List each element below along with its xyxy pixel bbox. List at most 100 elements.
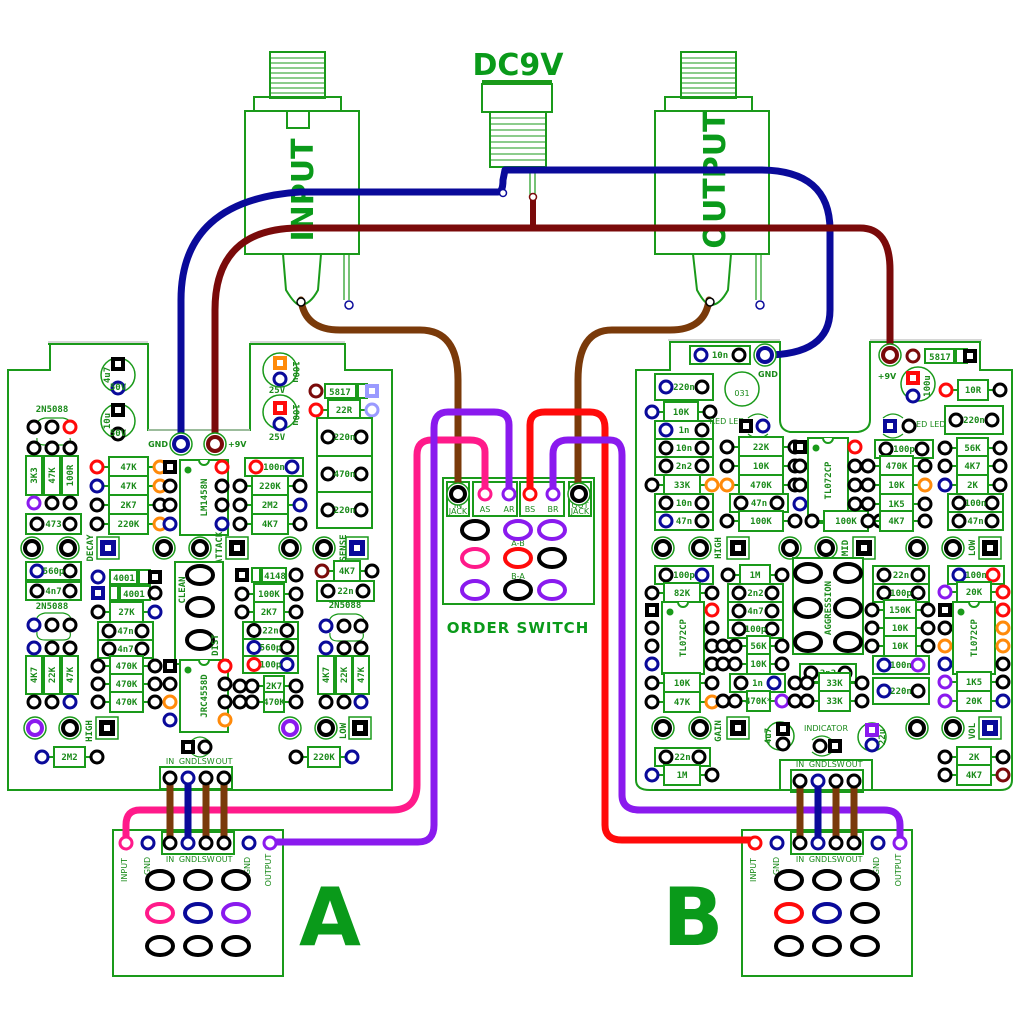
order-switch-lug[interactable] bbox=[537, 519, 567, 541]
capacitor-pad[interactable] bbox=[878, 441, 894, 457]
resistor-pad[interactable] bbox=[89, 749, 105, 765]
order-switch-lug[interactable] bbox=[503, 579, 533, 601]
os-bs-pad[interactable] bbox=[522, 486, 538, 502]
resistor-pad[interactable] bbox=[937, 584, 953, 600]
resistor-pad[interactable] bbox=[719, 477, 735, 493]
capacitor-pad[interactable] bbox=[694, 458, 710, 474]
resistor-pad[interactable] bbox=[644, 694, 660, 710]
header-pin[interactable] bbox=[792, 835, 808, 851]
footswitch-b-lug[interactable] bbox=[812, 869, 842, 891]
os-ar-pad[interactable] bbox=[501, 486, 517, 502]
footswitch-b-lug[interactable] bbox=[774, 935, 804, 957]
capacitor-pad[interactable] bbox=[733, 495, 749, 511]
capacitor-pad[interactable] bbox=[731, 585, 747, 601]
resistor-pad[interactable] bbox=[937, 767, 953, 783]
solder-pad[interactable] bbox=[937, 620, 953, 636]
solder-pad[interactable] bbox=[217, 676, 233, 692]
resistor-pad[interactable] bbox=[244, 694, 260, 710]
resistor-pad[interactable] bbox=[992, 382, 1008, 398]
solder-pad[interactable] bbox=[775, 736, 791, 752]
resistor-pad[interactable] bbox=[318, 640, 334, 656]
resistor-pad[interactable] bbox=[308, 402, 324, 418]
capacitor-pad[interactable] bbox=[101, 623, 117, 639]
solder-pad[interactable] bbox=[214, 459, 230, 475]
capacitor-pad[interactable] bbox=[984, 495, 1000, 511]
solder-pad[interactable] bbox=[644, 638, 660, 654]
switch-lug[interactable] bbox=[185, 564, 215, 586]
resistor-pad[interactable] bbox=[727, 638, 743, 654]
resistor-pad[interactable] bbox=[992, 458, 1008, 474]
resistor-pad[interactable] bbox=[288, 604, 304, 620]
resistor-pad[interactable] bbox=[147, 658, 163, 674]
footswitch-a-lug[interactable] bbox=[221, 902, 251, 924]
resistor-pad[interactable] bbox=[344, 749, 360, 765]
capacitor-pad[interactable] bbox=[246, 640, 262, 655]
solder-pad[interactable] bbox=[162, 694, 178, 710]
resistor-pad[interactable] bbox=[727, 656, 743, 672]
footswitch-a-lug[interactable] bbox=[221, 869, 251, 891]
output-jack-tip-pad[interactable] bbox=[705, 297, 715, 307]
capacitor-pad[interactable] bbox=[134, 641, 150, 657]
footswitch-b-lug[interactable] bbox=[774, 869, 804, 891]
capacitor-pad[interactable] bbox=[951, 567, 967, 583]
solder-pad[interactable] bbox=[214, 497, 230, 513]
solder-pad[interactable] bbox=[812, 738, 828, 754]
header-pin[interactable] bbox=[198, 770, 214, 786]
resistor-pad[interactable] bbox=[992, 440, 1008, 456]
solder-pad[interactable] bbox=[644, 620, 660, 636]
capacitor-pad[interactable] bbox=[764, 621, 780, 637]
resistor-pad[interactable] bbox=[89, 459, 105, 475]
resistor-pad[interactable] bbox=[147, 694, 163, 710]
order-switch-lug[interactable] bbox=[537, 579, 567, 601]
capacitor-pad[interactable] bbox=[694, 495, 710, 511]
os-br-pad[interactable] bbox=[545, 486, 561, 502]
input-jack-tip-pad[interactable] bbox=[296, 297, 306, 307]
solder-pad[interactable] bbox=[90, 569, 106, 585]
solder-pad[interactable] bbox=[704, 602, 720, 618]
resistor-pad[interactable] bbox=[292, 516, 308, 532]
resistor-pad[interactable] bbox=[288, 586, 304, 602]
resistor-pad[interactable] bbox=[917, 458, 933, 474]
order-switch-lug[interactable] bbox=[503, 547, 533, 569]
aggression-switch-lug[interactable] bbox=[793, 562, 823, 584]
solder-pad[interactable] bbox=[162, 516, 178, 532]
capacitor-pad[interactable] bbox=[951, 513, 967, 529]
resistor-pad[interactable] bbox=[89, 497, 105, 513]
resistor-pad[interactable] bbox=[288, 678, 304, 694]
resistor-pad[interactable] bbox=[937, 749, 953, 765]
capacitor-pad[interactable] bbox=[769, 495, 785, 511]
capacitor-pad[interactable] bbox=[29, 563, 45, 579]
resistor-pad[interactable] bbox=[774, 638, 790, 654]
capacitor-pad[interactable] bbox=[694, 422, 710, 438]
capacitor-pad[interactable] bbox=[248, 459, 264, 475]
capacitor-pad[interactable] bbox=[320, 502, 336, 518]
footswitch-b-lug[interactable] bbox=[774, 902, 804, 924]
capacitor-pad[interactable] bbox=[694, 513, 710, 529]
resistor-pad[interactable] bbox=[704, 477, 720, 493]
resistor-pad[interactable] bbox=[62, 640, 78, 656]
cap-negative-pad[interactable] bbox=[272, 371, 288, 387]
capacitor-pad[interactable] bbox=[246, 623, 262, 638]
solder-pad[interactable] bbox=[755, 418, 771, 434]
footswitch-b-output-pad[interactable] bbox=[892, 835, 908, 851]
dc-jack-9v-pad[interactable] bbox=[528, 192, 538, 202]
lug-pad[interactable] bbox=[155, 539, 173, 557]
lug-pad[interactable] bbox=[315, 539, 333, 557]
capacitor-pad[interactable] bbox=[101, 641, 117, 657]
solder-pad[interactable] bbox=[217, 694, 233, 710]
capacitor-pad[interactable] bbox=[910, 585, 926, 601]
jfet-pin[interactable] bbox=[318, 618, 334, 634]
header-pin[interactable] bbox=[216, 770, 232, 786]
capacitor-pad[interactable] bbox=[62, 583, 78, 599]
footswitch-a-lug[interactable] bbox=[183, 869, 213, 891]
header-pin[interactable] bbox=[846, 773, 862, 789]
jfet-pin[interactable] bbox=[26, 419, 42, 435]
resistor-pad[interactable] bbox=[26, 640, 42, 656]
solder-pad[interactable] bbox=[995, 638, 1011, 654]
lug-pad[interactable] bbox=[908, 719, 926, 737]
solder-pad[interactable] bbox=[232, 694, 248, 710]
switch-lug[interactable] bbox=[185, 596, 215, 618]
solder-pad[interactable] bbox=[995, 602, 1011, 618]
resistor-pad[interactable] bbox=[244, 678, 260, 694]
resistor-pad[interactable] bbox=[860, 496, 876, 512]
